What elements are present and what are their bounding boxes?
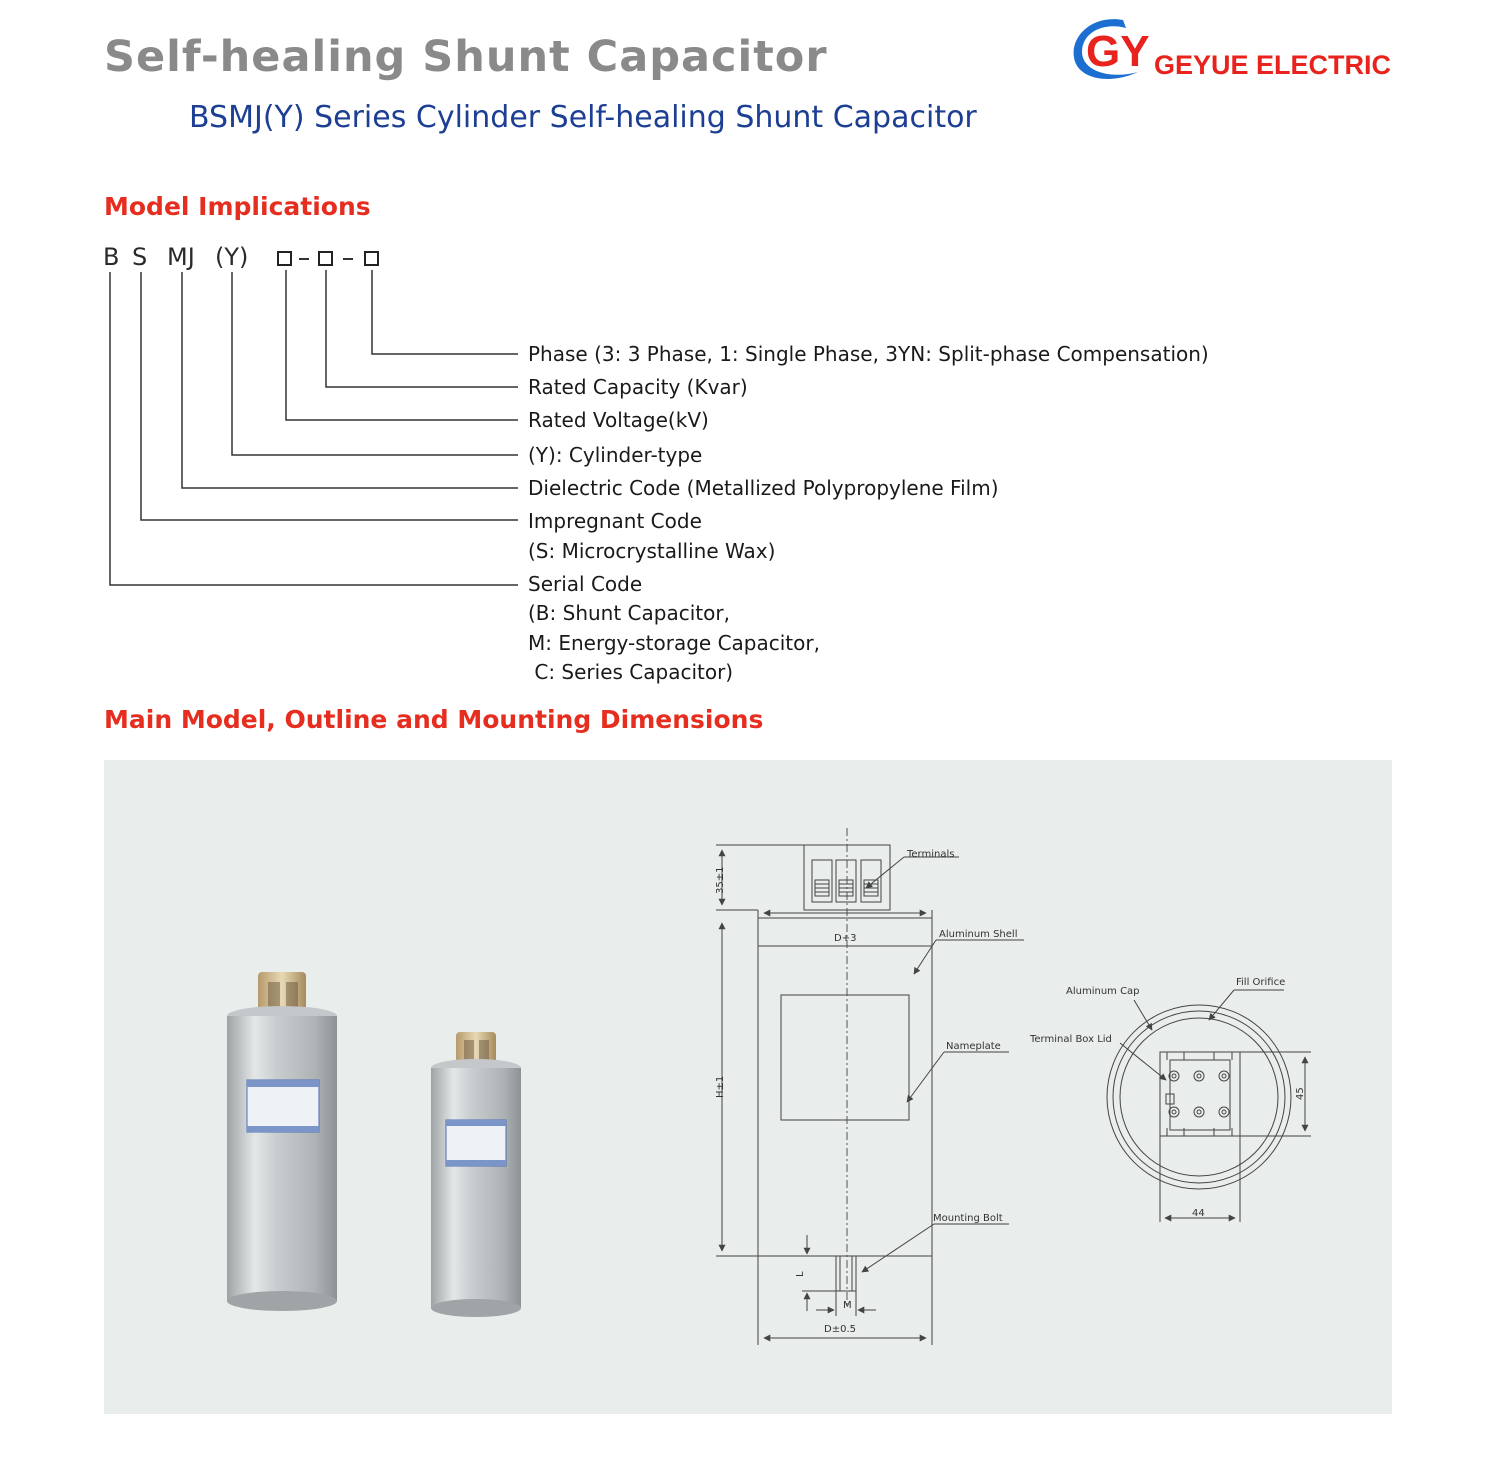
logo-swoosh	[1073, 19, 1138, 79]
model-line-serial: Serial Code	[528, 572, 643, 596]
code-letter-b: B	[103, 243, 120, 271]
dim-bolt-length: L	[795, 1271, 806, 1277]
label-terminal-box-lid: Terminal Box Lid	[1029, 1034, 1112, 1045]
section-heading-dimensions: Main Model, Outline and Mounting Dimensi…	[104, 705, 764, 734]
leader-impregnant	[140, 272, 518, 521]
model-line-voltage: Rated Voltage(kV)	[528, 408, 709, 432]
model-line-serial-c: C: Series Capacitor)	[528, 660, 734, 684]
label-fill-orifice: Fill Orifice	[1236, 977, 1285, 988]
dim-height: H±1	[715, 1076, 726, 1098]
code-box-phase	[364, 251, 379, 266]
code-dash	[343, 258, 353, 260]
leader-capacity	[325, 270, 518, 388]
model-line-impregnant-detail: (S: Microcrystalline Wax)	[528, 539, 776, 563]
figure-panel: Terminals Aluminum Shell Nameplate Mount…	[104, 760, 1392, 1414]
brand-logo: GY	[1073, 19, 1150, 79]
dimension-drawing: Terminals Aluminum Shell Nameplate Mount…	[227, 828, 1311, 1345]
leader-cylinder	[231, 272, 518, 456]
capacitor-photo-small	[431, 1032, 521, 1317]
dim-diameter: D±0.5	[824, 1324, 856, 1335]
code-letter-mj: MJ	[167, 243, 195, 271]
dim-terminal-height: 35±1	[715, 867, 726, 894]
code-letter-y: (Y)	[215, 243, 249, 271]
code-box-capacity	[318, 251, 333, 266]
model-line-serial-b: (B: Shunt Capacitor,	[528, 601, 730, 625]
model-line-serial-m: M: Energy-storage Capacitor,	[528, 631, 820, 655]
model-leader-lines	[109, 270, 518, 586]
dim-depth-45: 45	[1295, 1087, 1306, 1100]
model-line-impregnant: Impregnant Code	[528, 509, 702, 533]
label-aluminum-cap: Aluminum Cap	[1066, 986, 1140, 997]
code-letter-s: S	[132, 243, 148, 271]
brand-name: GEYUE ELECTRIC	[1154, 50, 1392, 80]
logo-monogram: GY	[1086, 27, 1150, 76]
front-view-drawing	[716, 828, 1024, 1345]
leader-phase	[371, 270, 518, 355]
dim-top-width: D+3	[834, 933, 856, 944]
leader-voltage	[285, 270, 518, 421]
code-dash	[299, 258, 309, 260]
label-aluminum-shell: Aluminum Shell	[939, 929, 1017, 940]
section-heading-model-implications: Model Implications	[104, 192, 371, 221]
model-line-dielectric: Dielectric Code (Metallized Polypropylen…	[528, 476, 999, 500]
leader-serial	[109, 272, 518, 586]
top-view-drawing	[1106, 989, 1311, 1222]
model-line-capacity: Rated Capacity (Kvar)	[528, 375, 748, 399]
label-nameplate: Nameplate	[946, 1041, 1001, 1052]
dim-width-44: 44	[1192, 1208, 1205, 1219]
capacitor-photo-large	[227, 972, 337, 1311]
code-box-voltage	[277, 251, 292, 266]
label-mounting-bolt: Mounting Bolt	[933, 1213, 1003, 1224]
page-title: Self-healing Shunt Capacitor	[104, 32, 828, 82]
label-terminals: Terminals	[906, 849, 954, 860]
dim-bolt-thread: M	[843, 1300, 852, 1311]
page-subtitle: BSMJ(Y) Series Cylinder Self-healing Shu…	[189, 100, 977, 135]
model-line-cylinder: (Y): Cylinder-type	[528, 443, 703, 467]
model-line-phase: Phase (3: 3 Phase, 1: Single Phase, 3YN:…	[528, 342, 1209, 366]
leader-dielectric	[181, 272, 518, 489]
